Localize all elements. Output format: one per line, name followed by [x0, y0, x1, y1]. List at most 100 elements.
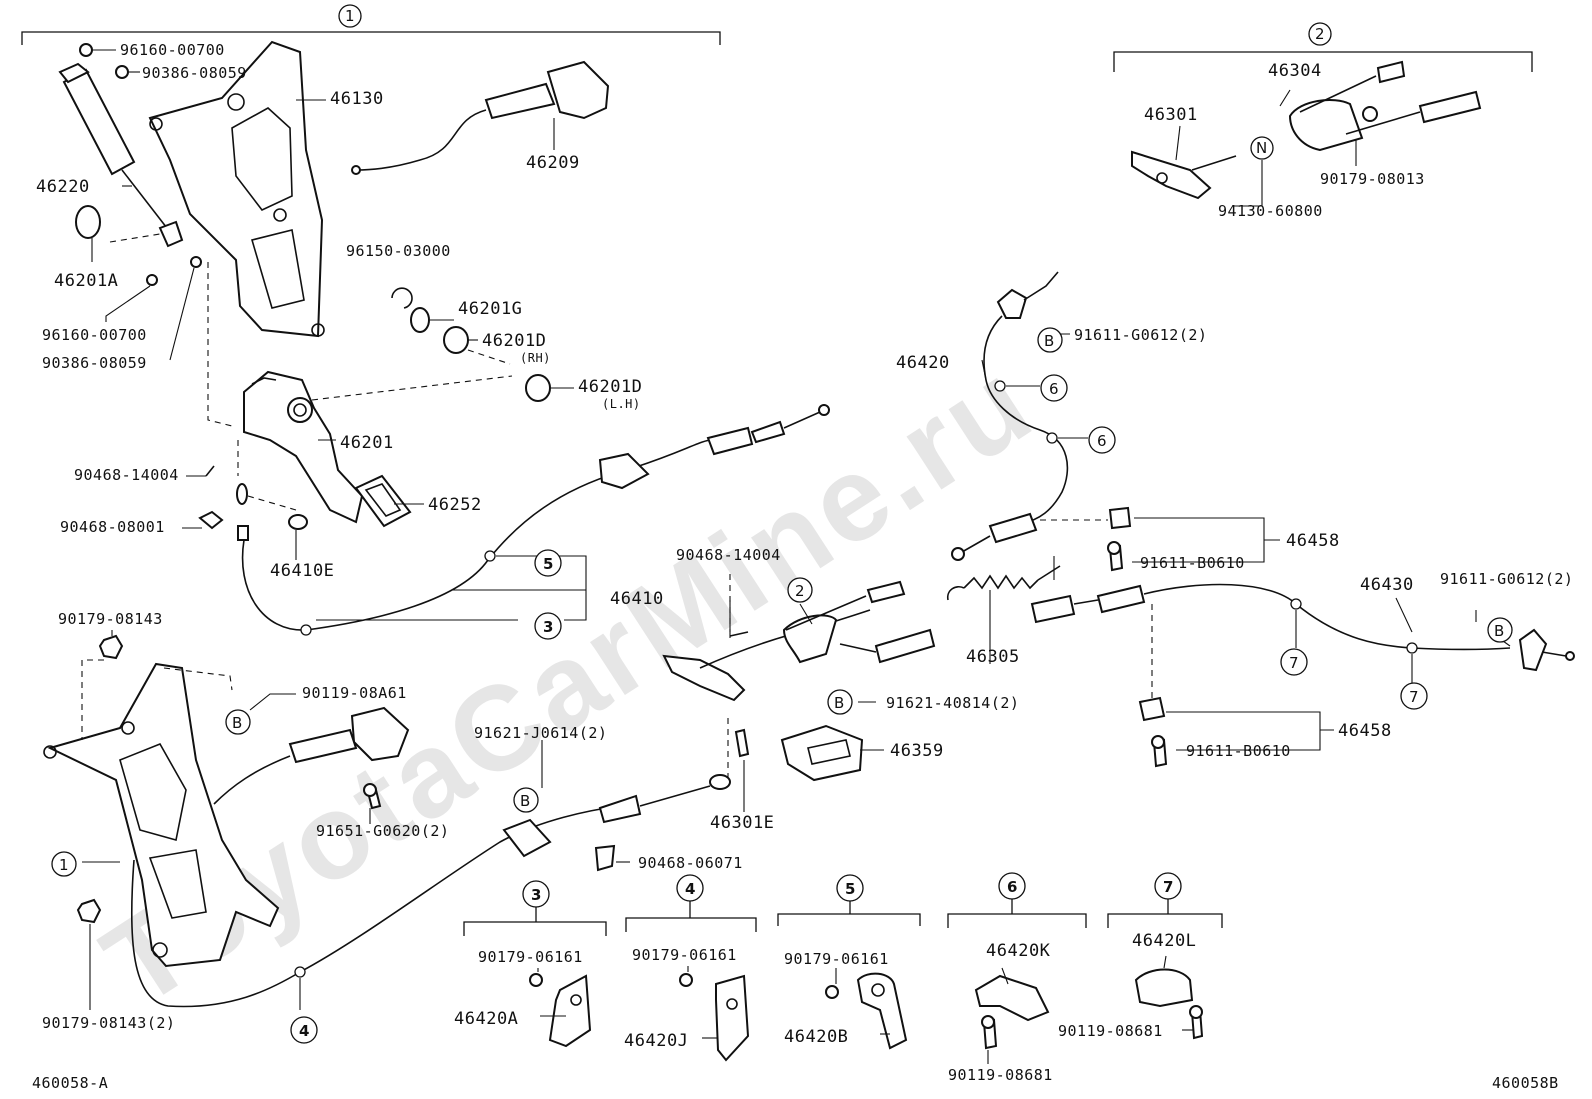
label-91651-G0620: 91651-G0620(2) [316, 822, 449, 840]
label-46420A: 46420A [454, 1009, 518, 1029]
label-46420K: 46420K [986, 941, 1051, 961]
leader-lines [82, 49, 1511, 1064]
ref-1-lower: 1 [51, 851, 77, 877]
bolt-91651-G0620 [363, 783, 382, 810]
detail-6-ref: 6 [1007, 878, 1017, 896]
label-46458-b: 46458 [1338, 721, 1392, 741]
b-ref-3: B [827, 689, 853, 715]
nut-90179-08143 [98, 634, 124, 660]
spring-46305 [946, 565, 1061, 601]
group-2-ref: 2 [1315, 25, 1325, 43]
ref-5-a: 5 [543, 555, 553, 573]
label-46201G: 46201G [458, 299, 522, 319]
label-46420: 46420 [896, 353, 950, 373]
bracket-46359 [780, 724, 864, 782]
pedal-bracket-46130 [148, 40, 325, 338]
bushing-46201A [75, 205, 101, 239]
label-90468-08001: 90468-08001 [60, 518, 165, 536]
group-1-ref: 1 [345, 7, 355, 25]
detail-group-7: 7 [1107, 872, 1223, 1040]
ref-7-b: 7 [1409, 688, 1419, 706]
clip-96150-03000 [391, 287, 413, 309]
label-46201D-lh: 46201D [578, 377, 642, 397]
label-46201: 46201 [340, 433, 394, 453]
detail-7-ref: 7 [1163, 878, 1173, 896]
cable-46304 [1288, 60, 1482, 152]
label-90119-08681-b: 90119-08681 [1058, 1022, 1163, 1040]
label-rh: (RH) [520, 351, 551, 365]
b-ref-1: B [1037, 327, 1063, 353]
pin-46301E [734, 728, 750, 758]
part-labels: 96160-00700 90386-08059 46130 46209 4622… [32, 41, 1573, 1092]
corner-label-right: 460058B [1492, 1074, 1559, 1092]
label-46209: 46209 [526, 153, 580, 173]
label-91621-J0614: 91621-J0614(2) [474, 724, 607, 742]
b-ref-2: B [1487, 617, 1513, 643]
clip-46458-a [1108, 506, 1132, 530]
group-2-bracket: 2 [1113, 22, 1533, 72]
label-96160-00700-a: 96160-00700 [120, 41, 225, 59]
bushing-46201G [410, 307, 430, 333]
ref-4-lower-text: 4 [299, 1022, 309, 1040]
label-90179-08143: 90179-08143 [58, 610, 163, 628]
b-ref-5: B [513, 787, 539, 813]
pin-94130-60800: N [1250, 136, 1274, 160]
bushing-46201D-lh [525, 374, 551, 402]
lever-assembly-center [662, 580, 936, 702]
bushing-46201D-rh [443, 326, 469, 354]
clip-90468-08001 [198, 510, 224, 530]
nut-90386-08059-b [190, 256, 202, 268]
ref-6-a: 6 [1049, 380, 1059, 398]
label-91611-B0610-b: 91611-B0610 [1186, 742, 1291, 760]
label-90179-06161-a: 90179-06161 [478, 948, 583, 966]
label-91611-G0612-b: 91611-G0612(2) [1440, 570, 1573, 588]
label-91611-B0610-a: 91611-B0610 [1140, 554, 1245, 572]
pedal-bracket-lower [43, 662, 280, 968]
label-90119-08681-a: 90119-08681 [948, 1066, 1053, 1084]
cable-46420 [951, 271, 1069, 561]
label-46420L: 46420L [1132, 931, 1196, 951]
label-46301: 46301 [1144, 105, 1198, 125]
label-46420B: 46420B [784, 1027, 848, 1047]
label-94130-60800: 94130-60800 [1218, 202, 1323, 220]
label-90468-14004-a: 90468-14004 [74, 466, 179, 484]
label-46359: 46359 [890, 741, 944, 761]
cable-assembly-lower [213, 706, 410, 805]
label-96150-03000: 96150-03000 [346, 242, 451, 260]
nut-90179-08143-2 [76, 898, 102, 924]
detail-3-ref: 3 [531, 886, 541, 904]
detail-group-4: 4 [625, 874, 757, 1062]
ref-3-a: 3 [543, 618, 553, 636]
pin-90468-14004-b [729, 631, 749, 637]
clip-46458-b [1138, 696, 1166, 722]
label-90179-08143-2: 90179-08143(2) [42, 1014, 175, 1032]
detail-5-ref: 5 [845, 880, 855, 898]
ref-4-lower: 4 [290, 1016, 318, 1044]
pedal-pad-46252 [354, 474, 412, 528]
pin-90468-14004-a [205, 465, 215, 477]
ref-7-a: 7 [1289, 654, 1299, 672]
label-46304: 46304 [1268, 61, 1322, 81]
ref-6-b: 6 [1097, 432, 1107, 450]
label-46410: 46410 [610, 589, 664, 609]
clip-90468-06071 [594, 844, 616, 872]
label-46301E: 46301E [710, 813, 774, 833]
bolt-91611-B0610-b [1151, 735, 1168, 768]
label-46201D-rh: 46201D [482, 331, 546, 351]
label-46410E: 46410E [270, 561, 334, 581]
label-91621-40814: 91621-40814(2) [886, 694, 1019, 712]
cable-assembly-46209 [351, 60, 610, 175]
corner-label-left: 460058-A [32, 1074, 108, 1092]
label-96160-00700-b: 96160-00700 [42, 326, 147, 344]
b-ref-4: B [225, 709, 251, 735]
label-46252: 46252 [428, 495, 482, 515]
b-ref-2-text: B [1494, 622, 1504, 640]
ref-2-center: 2 [787, 577, 813, 603]
bolt-91611-B0610-a [1107, 541, 1124, 572]
cable-46410 [241, 404, 830, 636]
label-46458-a: 46458 [1286, 531, 1340, 551]
cable-lower [130, 774, 731, 1008]
b-ref-3-text: B [834, 694, 844, 712]
label-90468-06071: 90468-06071 [638, 854, 743, 872]
